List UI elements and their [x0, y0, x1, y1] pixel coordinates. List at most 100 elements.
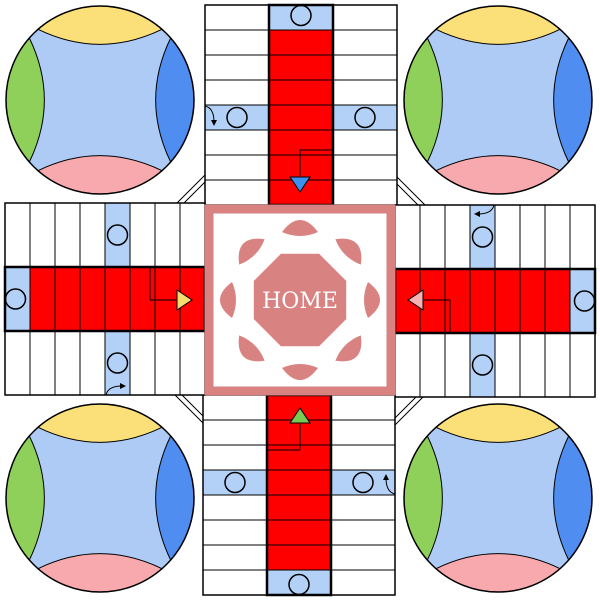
safe-cell[interactable] [104, 202, 131, 268]
track-cell[interactable] [204, 29, 270, 56]
track-cell[interactable] [569, 332, 596, 398]
track-cell[interactable] [204, 4, 270, 31]
home-lane-cell[interactable] [494, 268, 521, 334]
track-cell[interactable] [419, 204, 446, 270]
corner-zone-top-right [403, 5, 593, 195]
home-lane-cell[interactable] [268, 79, 334, 106]
home-lane-cell[interactable] [469, 268, 496, 334]
home-lane-cell[interactable] [268, 54, 334, 81]
safe-cell[interactable] [469, 204, 496, 270]
track-cell[interactable] [54, 330, 81, 396]
track-cell[interactable] [129, 202, 156, 268]
track-cell[interactable] [332, 179, 398, 206]
track-cell[interactable] [4, 330, 31, 396]
home-lane-cell[interactable] [266, 519, 332, 546]
track-cell[interactable] [330, 544, 396, 571]
track-cell[interactable] [330, 494, 396, 521]
track-cell[interactable] [179, 330, 206, 396]
track-cell[interactable] [154, 330, 181, 396]
track-cell[interactable] [394, 204, 421, 270]
home-lane-cell[interactable] [266, 469, 332, 496]
track-cell[interactable] [332, 4, 398, 31]
safe-cell[interactable] [104, 330, 131, 396]
safe-cell[interactable] [469, 332, 496, 398]
home-lane-cell[interactable] [419, 268, 446, 334]
track-cell[interactable] [330, 444, 396, 471]
track-cell[interactable] [202, 444, 268, 471]
track-cell[interactable] [204, 154, 270, 181]
track-cell[interactable] [204, 54, 270, 81]
home-lane-cell[interactable] [268, 129, 334, 156]
home-lane-cell[interactable] [268, 29, 334, 56]
track-cell[interactable] [204, 129, 270, 156]
home-lane-cell[interactable] [266, 494, 332, 521]
track-cell[interactable] [519, 332, 546, 398]
track-cell[interactable] [330, 569, 396, 596]
track-cell[interactable] [394, 332, 421, 398]
home-petal [220, 282, 236, 318]
home-lane-cell[interactable] [266, 444, 332, 471]
track-cell[interactable] [202, 419, 268, 446]
home-lane-cell[interactable] [268, 104, 334, 131]
track-cell[interactable] [519, 204, 546, 270]
home-lane-cell[interactable] [444, 268, 471, 334]
track-cell[interactable] [202, 569, 268, 596]
safe-cell[interactable] [204, 104, 270, 131]
track-cell[interactable] [54, 202, 81, 268]
home-lane-cell[interactable] [29, 266, 56, 332]
track-cell[interactable] [4, 202, 31, 268]
track-cell[interactable] [332, 29, 398, 56]
home-lane-cell[interactable] [104, 266, 131, 332]
track-cell[interactable] [154, 202, 181, 268]
corner-outline [403, 5, 593, 195]
home-lane-cell[interactable] [79, 266, 106, 332]
track-cell[interactable] [332, 79, 398, 106]
track-cell[interactable] [330, 519, 396, 546]
home-lane-cell[interactable] [268, 154, 334, 181]
entry-arrow [105, 385, 123, 396]
home-label: HOME [262, 289, 338, 314]
track-cell[interactable] [202, 544, 268, 571]
track-cell[interactable] [569, 204, 596, 270]
track-cell[interactable] [494, 204, 521, 270]
track-cell[interactable] [332, 54, 398, 81]
entry-arrow [204, 105, 215, 123]
home-lane-cell[interactable] [54, 266, 81, 332]
track-cell[interactable] [332, 129, 398, 156]
home-petal-shape [220, 282, 236, 318]
track-cell[interactable] [202, 494, 268, 521]
track-cell[interactable] [29, 330, 56, 396]
home-lane-cell[interactable] [154, 266, 181, 332]
home-lane-cell[interactable] [129, 266, 156, 332]
home-lane-cell[interactable] [266, 419, 332, 446]
corner-base [404, 6, 592, 194]
track-cell[interactable] [444, 204, 471, 270]
home-petal-shape [364, 282, 380, 318]
track-cell[interactable] [129, 330, 156, 396]
track-cell[interactable] [29, 202, 56, 268]
track-cell[interactable] [79, 330, 106, 396]
track-cell[interactable] [204, 79, 270, 106]
track-cell[interactable] [494, 332, 521, 398]
track-cell[interactable] [332, 154, 398, 181]
track-cell[interactable] [202, 519, 268, 546]
track-cell[interactable] [544, 332, 571, 398]
safe-cell[interactable] [330, 469, 396, 496]
track-cell[interactable] [204, 179, 270, 206]
track-cell[interactable] [79, 202, 106, 268]
safe-cell[interactable] [332, 104, 398, 131]
corner-zone-bottom-right [403, 403, 593, 593]
safe-marker [573, 290, 596, 312]
track-cell[interactable] [179, 202, 206, 268]
track-cell[interactable] [330, 419, 396, 446]
home-lane-cell[interactable] [519, 268, 546, 334]
home-lane-cell[interactable] [544, 268, 571, 334]
track-cell[interactable] [419, 332, 446, 398]
home-lane-cell[interactable] [266, 544, 332, 571]
home-petal [238, 238, 265, 265]
track-cell[interactable] [444, 332, 471, 398]
track-cell[interactable] [330, 394, 396, 421]
safe-cell[interactable] [202, 469, 268, 496]
track-cell[interactable] [544, 204, 571, 270]
track-cell[interactable] [202, 394, 268, 421]
